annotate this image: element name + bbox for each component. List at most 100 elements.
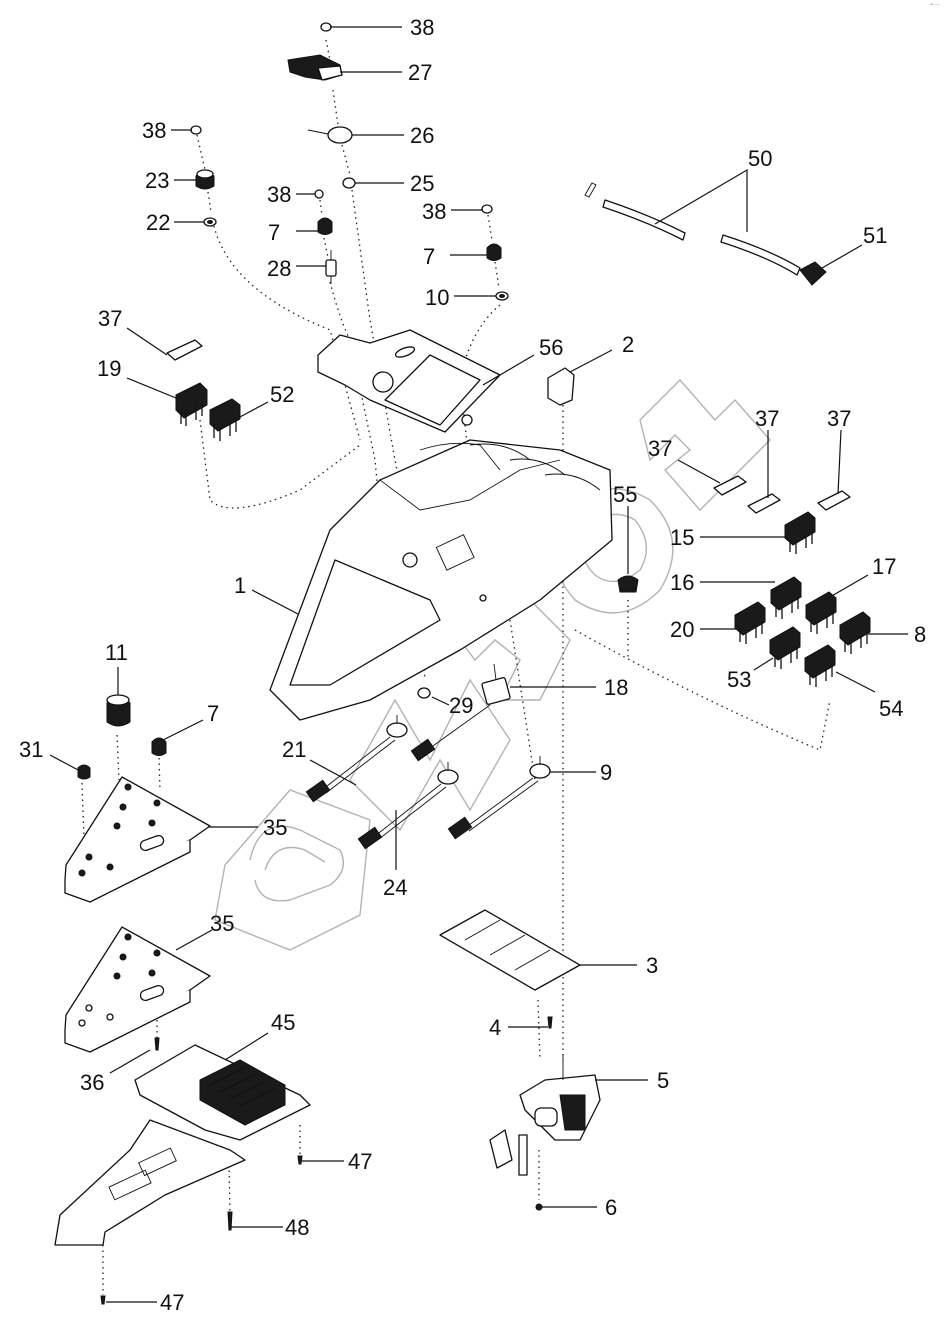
shaft-28 [325,259,337,277]
callout-38: 38 [422,199,446,224]
callout-55: 55 [613,482,637,507]
callout-19: 19 [97,356,121,381]
callout-25: 25 [410,171,434,196]
callout-53: 53 [727,667,751,692]
ring-26 [327,126,353,144]
callout-24: 24 [383,875,407,900]
relay-board-45 [134,1044,311,1141]
switch-15 [784,511,816,546]
cover-37-c [817,490,851,511]
switch-53 [769,626,801,661]
callout-4: 4 [489,1015,501,1040]
screw-48 [227,1211,233,1231]
knob-31 [77,764,91,780]
callout-22: 22 [146,210,170,235]
callout-38: 38 [410,15,434,40]
screw-47-right [297,1155,303,1165]
callout-36: 36 [80,1070,104,1095]
callout-35: 35 [210,911,234,936]
callout-7: 7 [207,701,219,726]
callout-37: 37 [827,406,851,431]
callout-47: 47 [348,1149,372,1174]
callout-45: 45 [271,1010,295,1035]
callout-50: 50 [748,146,772,171]
callout-18: 18 [604,675,628,700]
cover-37-b [747,493,781,514]
callout-5: 5 [657,1068,669,1093]
corner-mark: •• — [930,2,940,8]
callout-56: 56 [539,335,563,360]
callout-38: 38 [142,118,166,143]
callout-28: 28 [267,256,291,281]
leader-lines [49,26,908,1303]
nut-29 [417,687,431,699]
switch-16 [770,576,802,611]
callout-20: 20 [670,617,694,642]
callout-17: 17 [872,554,896,579]
callout-38: 38 [267,182,291,207]
callout-8: 8 [914,622,926,647]
plate-3 [439,909,581,991]
mechanism-5 [489,1055,601,1176]
callout-3: 3 [646,953,658,978]
cap-38-top [320,22,332,32]
callout-52: 52 [270,382,294,407]
switch-20 [734,601,766,636]
cap-38-mid [314,189,324,199]
callout-10: 10 [425,285,449,310]
callout-48: 48 [285,1215,309,1240]
switch-52 [209,398,241,432]
knob-7-mid [317,217,333,235]
callout-27: 27 [408,60,432,85]
cable-50-a [602,199,686,241]
harness-9 [447,756,551,840]
callout-47: 47 [160,1290,184,1315]
callout-51: 51 [863,223,887,248]
callout-37: 37 [98,306,122,331]
cover-37-left [166,339,203,361]
callout-35: 35 [263,815,287,840]
callout-labels: 38 27 38 26 23 25 38 22 38 7 7 28 10 50 … [19,15,926,1315]
parts [54,22,871,1305]
mounting-frame [54,1119,246,1246]
callout-31: 31 [19,737,43,762]
board-35-upper [64,776,211,903]
callout-1: 1 [234,573,246,598]
knob-7-lower [151,737,167,756]
callout-2: 2 [622,332,634,357]
callout-15: 15 [670,525,694,550]
board-35-lower [64,926,211,1053]
screw-47-bottom [100,1295,106,1305]
knob-7-right [486,243,502,261]
callout-7: 7 [268,220,280,245]
cover-37-a [713,475,747,496]
cap-2 [547,367,575,406]
button-55 [617,575,639,593]
callout-11: 11 [105,640,128,665]
callout-23: 23 [145,168,169,193]
callout-26: 26 [410,123,434,148]
callout-29: 29 [449,693,473,718]
callout-37: 37 [755,406,779,431]
harness-21 [305,715,408,803]
callout-7: 7 [423,244,435,269]
callout-6: 6 [605,1195,617,1220]
switch-17 [805,591,837,626]
callout-9: 9 [600,760,612,785]
screw-4 [547,1016,553,1029]
cap-38-left [190,125,202,135]
cap-38-right [481,204,493,214]
callout-54: 54 [879,696,903,721]
cable-50-b [720,234,801,276]
screw-36 [154,1037,160,1051]
toggle-18 [481,677,511,705]
switch-54 [804,644,836,679]
callout-16: 16 [670,570,694,595]
nut-25 [342,177,356,189]
screw-6 [535,1203,543,1211]
connector-51 [799,261,827,286]
callout-37: 37 [648,436,672,461]
switch-8 [839,611,871,646]
switch-19 [175,382,208,419]
